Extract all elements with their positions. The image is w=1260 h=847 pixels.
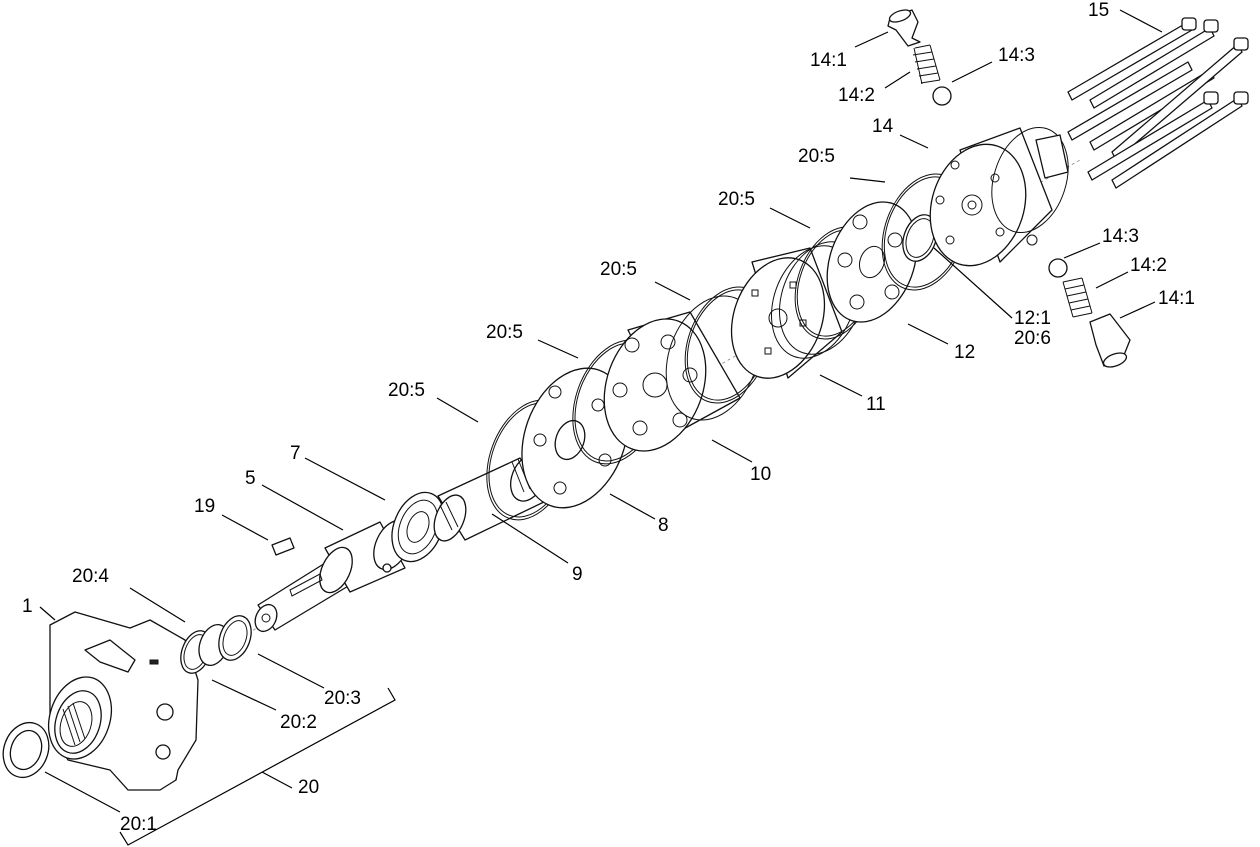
callout-14-2-top: 14:2 [838,85,875,106]
callout-5: 5 [245,468,256,489]
callout-15: 15 [1088,0,1109,21]
part-8-plate [521,367,629,509]
callout-20-5-c: 20:5 [600,259,637,280]
part-20-1-seal [2,721,50,779]
callout-1: 1 [22,596,33,617]
part-20-3-ring [218,615,252,661]
part-14-1-plug-bottom [1089,313,1131,368]
callout-19: 19 [194,496,215,517]
callout-20-5-e: 20:5 [388,380,425,401]
callout-20-6: 20:6 [1014,328,1051,349]
callout-7: 7 [290,443,301,464]
callout-labels: 1 19 5 7 9 8 10 11 12 14 15 14:1 14:2 14… [22,0,1195,835]
part-14-2-spring-bottom [1062,277,1093,318]
callout-10: 10 [750,464,771,485]
callout-14-3-bottom: 14:3 [1102,226,1139,247]
callout-14-1-top: 14:1 [810,50,847,71]
callout-14-3-top: 14:3 [998,45,1035,66]
part-14-2-spring-top [912,44,941,85]
callout-20-1: 20:1 [120,814,157,835]
callout-12: 12 [954,342,975,363]
part-14-end-cover [929,126,1069,267]
callout-11: 11 [866,394,886,415]
callout-8: 8 [658,515,669,536]
part-10-rotor [603,295,761,452]
callout-20: 20 [298,777,319,798]
part-12-spacer [826,201,918,323]
part-12-1-oring [902,214,938,262]
part-14-3-ball-bottom [1048,258,1068,278]
callout-14-1-bottom: 14:1 [1158,288,1195,309]
part-19-key [271,537,295,556]
callout-12-1: 12:1 [1014,308,1051,329]
callout-20-4: 20:4 [72,566,109,587]
callout-20-5-b: 20:5 [718,189,755,210]
leader-lines [39,9,1163,813]
callout-20-5-a: 20:5 [798,146,835,167]
callout-9: 9 [572,564,583,585]
part-14-1-plug-top [887,9,921,47]
assembly-bracket-20 [119,687,396,846]
part-1-housing [48,611,199,791]
callout-20-5-d: 20:5 [486,322,523,343]
callout-14-2-bottom: 14:2 [1130,255,1167,276]
callout-20-2: 20:2 [280,712,317,733]
callout-20-3: 20:3 [324,688,361,709]
part-14-3-ball-top [932,86,952,106]
part-15-bolts [1067,17,1249,189]
callout-14: 14 [872,116,894,137]
